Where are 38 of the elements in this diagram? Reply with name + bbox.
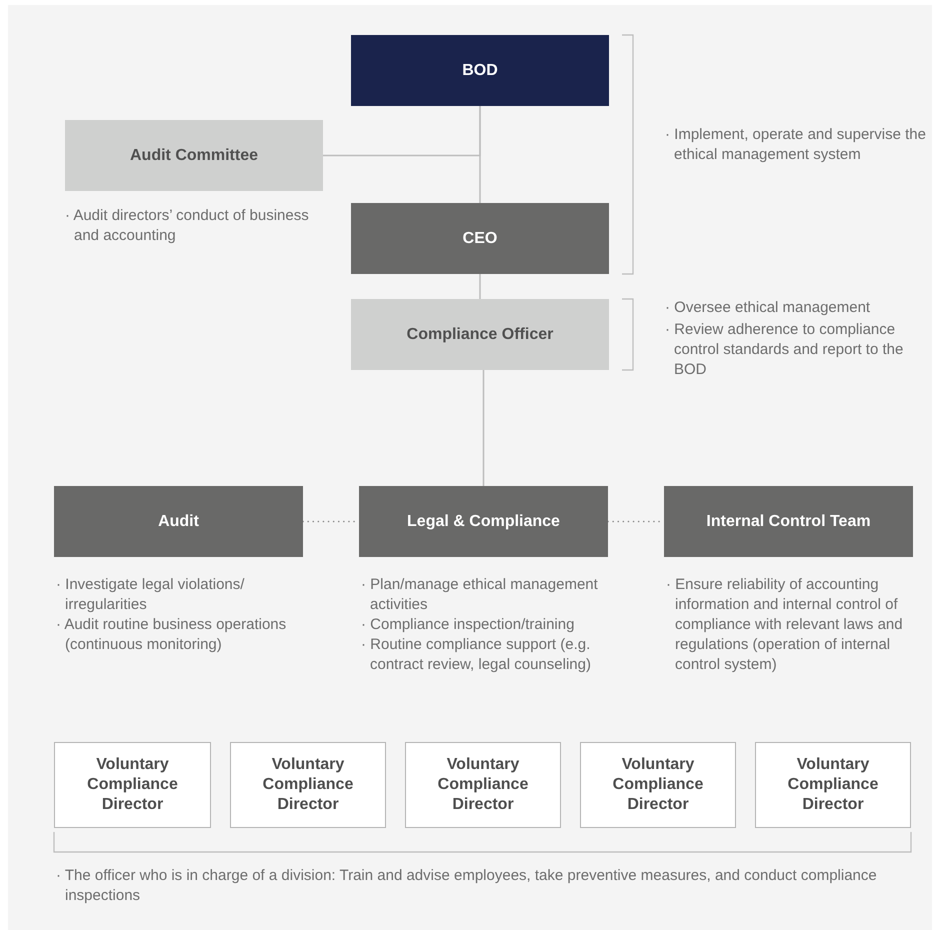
box-label: CEO (462, 228, 498, 248)
bullet-text: · Review adherence to compliance control standards and report to the BOD (665, 320, 904, 380)
bullet-text: · Audit routine business operations (continuous monitoring) (56, 615, 288, 655)
connector-line (323, 106, 481, 156)
org-box (359, 486, 608, 557)
connector-line (482, 370, 484, 486)
org-box (54, 742, 211, 828)
box-label: Legal & Compliance (407, 512, 560, 532)
org-box (230, 742, 386, 828)
org-box (351, 35, 609, 106)
box-label: Voluntary Compliance Director (86, 755, 179, 815)
bullet-text: · The officer who is in charge of a division: Train and advise employees, take preventive measures, and conduct compliance inspections (56, 866, 878, 906)
org-box (664, 486, 913, 557)
bullet-text: · Oversee ethical management (665, 298, 872, 318)
box-label: BOD (462, 60, 498, 80)
box-label: Compliance Officer (406, 324, 554, 344)
bullet-text: · Routine compliance support (e.g. contract review, legal counseling) (361, 635, 592, 675)
org-box (65, 120, 323, 191)
bullet-text: · Implement, operate and supervise the ethical management system (665, 125, 927, 165)
bullet-text: · Audit directors’ conduct of business and accounting (65, 206, 310, 246)
box-label: Voluntary Compliance Director (786, 755, 880, 815)
org-box (405, 742, 561, 828)
bullet-text: · Plan/manage ethical management activities (361, 575, 599, 615)
box-label: Internal Control Team (706, 512, 871, 532)
connector-line (479, 274, 481, 299)
box-label: Audit (158, 512, 199, 532)
org-box (351, 299, 609, 370)
org-box (351, 203, 609, 274)
box-label: Voluntary Compliance Director (436, 755, 530, 815)
bullet-text: · Compliance inspection/training (361, 615, 576, 635)
org-box (580, 742, 736, 828)
box-label: Audit Committee (130, 146, 258, 166)
box-label: Voluntary Compliance Director (612, 755, 704, 815)
bullet-text: · Ensure reliability of accounting information and internal control of compliance with relevant laws and regulations (operation of internal control system) (666, 575, 904, 675)
org-box (54, 486, 303, 557)
org-box (755, 742, 911, 828)
bullet-text: · Investigate legal violations/ irregularities (56, 575, 246, 615)
box-label: Voluntary Compliance Director (262, 755, 354, 815)
